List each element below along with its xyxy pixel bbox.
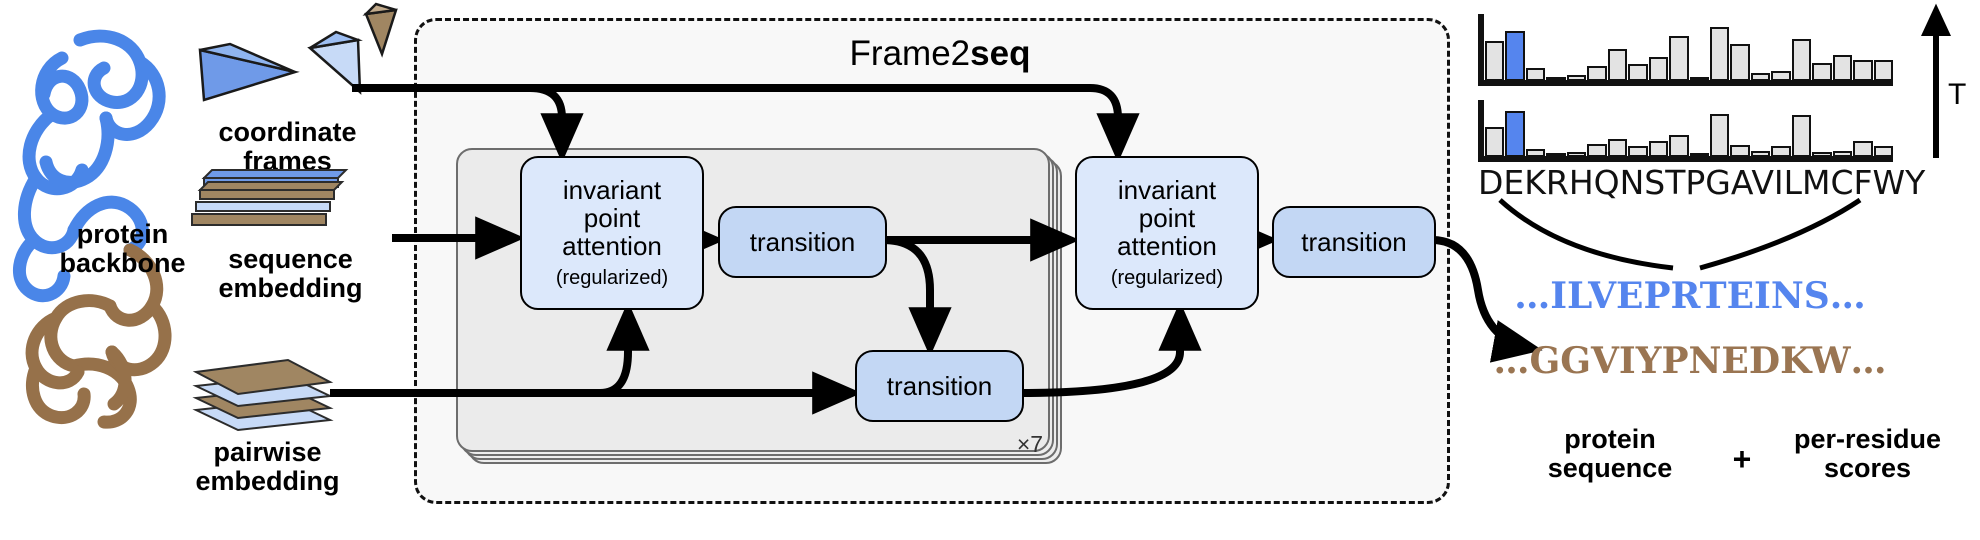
transition-block-3[interactable]: transition	[1272, 206, 1436, 278]
bar-V	[1730, 43, 1750, 81]
pairwise-embedding-icon	[190, 338, 370, 438]
temperature-arrow	[1921, 3, 1951, 158]
coordinate-frames-icon	[190, 2, 400, 105]
bar-A	[1709, 27, 1730, 81]
bar-R	[1546, 153, 1566, 157]
bar-M	[1791, 114, 1812, 157]
invariant-point-attention-2[interactable]: invariant point attention (regularized)	[1075, 156, 1259, 310]
bar-T	[1648, 140, 1669, 157]
invariant-point-attention-1[interactable]: invariant point attention (regularized)	[520, 156, 704, 310]
bar-G	[1689, 153, 1709, 157]
transition3-label: transition	[1301, 226, 1407, 257]
title-suffix: seq	[970, 34, 1031, 73]
residue-probability-chart-top	[1478, 14, 1894, 86]
protein-backbone-illustration	[0, 10, 200, 430]
pairwise-embedding-label: pairwise embedding	[195, 437, 340, 496]
sequence-embedding-label: sequence embedding	[218, 244, 363, 303]
bar-G	[1689, 77, 1709, 81]
transition-block-2[interactable]: transition	[855, 350, 1024, 422]
output-sequence-blue: …ILVEPRTEINS…	[1514, 275, 1866, 317]
bar-W	[1853, 59, 1873, 81]
bar-Y	[1873, 146, 1894, 157]
bar-D	[1485, 126, 1505, 157]
chart-top-x-axis	[1478, 80, 1893, 86]
bar-E	[1505, 31, 1525, 81]
bar-V	[1730, 145, 1750, 157]
bar-M	[1791, 38, 1812, 81]
amino-acid-alphabet: DEKRHQNSTPGAVILMCFWY	[1478, 163, 1926, 202]
bar-Y	[1873, 59, 1894, 81]
ipa1-title: invariant point attention	[562, 174, 662, 262]
chart-bottom-y-axis	[1478, 100, 1484, 162]
bar-W	[1853, 140, 1873, 157]
bar-I	[1750, 150, 1771, 157]
protein-backbone-label: protein backbone	[59, 219, 186, 278]
bar-I	[1750, 72, 1771, 81]
transition1-label: transition	[749, 226, 856, 257]
temperature-label: T	[1948, 78, 1967, 111]
page-title: Frame2seq	[820, 34, 1060, 74]
bar-A	[1709, 113, 1730, 157]
bar-Q	[1587, 144, 1607, 157]
plus-symbol: +	[1732, 441, 1752, 477]
bar-N	[1607, 138, 1628, 157]
bar-S	[1628, 63, 1648, 81]
output-sequence-brown: …GGVIYPNEDKW…	[1493, 340, 1887, 382]
coordinate-frames-label: coordinate frames	[218, 117, 357, 176]
chart-bottom-x-axis	[1478, 156, 1893, 162]
bar-P	[1669, 135, 1689, 157]
chart-top-bars	[1485, 17, 1894, 81]
protein-ribbon-svg	[12, 29, 172, 429]
bar-D	[1485, 41, 1505, 81]
bar-L	[1771, 70, 1791, 81]
chart-top-y-axis	[1478, 14, 1484, 86]
bar-R	[1546, 76, 1566, 81]
ipa2-title: invariant point attention	[1117, 174, 1217, 262]
protein-sequence-output-label: protein sequence	[1547, 424, 1673, 483]
bar-F	[1832, 55, 1853, 81]
bar-C	[1812, 152, 1832, 157]
ipa2-subtitle: (regularized)	[1110, 267, 1224, 290]
bar-P	[1669, 36, 1689, 81]
transition-block-1[interactable]: transition	[718, 206, 887, 278]
bar-Q	[1587, 65, 1607, 81]
bar-K	[1525, 149, 1546, 157]
transition2-label: transition	[886, 370, 993, 401]
bar-N	[1607, 49, 1628, 81]
ipa1-subtitle: (regularized)	[555, 267, 669, 290]
sequence-embedding-icon	[188, 169, 388, 234]
bar-H	[1566, 151, 1587, 157]
bar-K	[1525, 67, 1546, 81]
bar-T	[1648, 56, 1669, 81]
bar-L	[1771, 146, 1791, 157]
bar-E	[1505, 110, 1525, 157]
repeat-count-label: ×7	[1016, 431, 1044, 457]
per-residue-scores-label: per-residue scores	[1793, 424, 1942, 483]
bar-S	[1628, 146, 1648, 157]
chart-bottom-bars	[1485, 103, 1894, 157]
bar-C	[1812, 63, 1832, 81]
bar-F	[1832, 151, 1853, 157]
title-prefix: Frame2	[849, 34, 971, 73]
bar-H	[1566, 75, 1587, 81]
residue-probability-chart-bottom	[1478, 100, 1894, 162]
